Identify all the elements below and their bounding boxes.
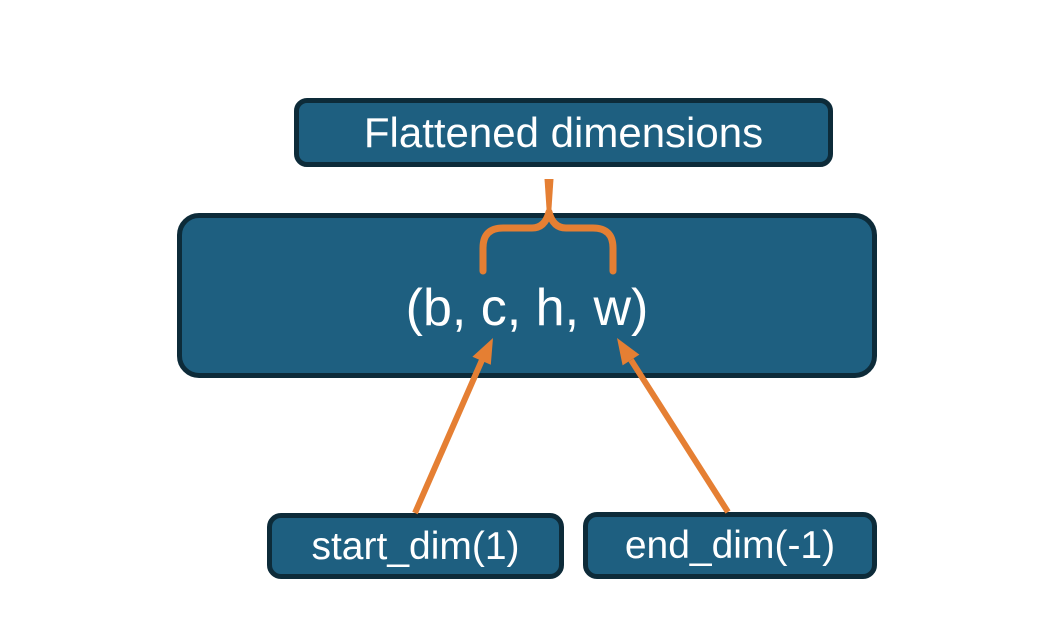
node-flattened-dimensions: Flattened dimensions [294,98,833,167]
node-end-dim: end_dim(-1) [583,512,877,579]
node-flattened-dimensions-label: Flattened dimensions [363,108,764,156]
node-start-dim: start_dim(1) [267,513,564,579]
node-tensor-shape-label: (b, c, h, w) [405,278,649,337]
brace-stem-icon [544,179,554,216]
node-end-dim-label: end_dim(-1) [624,524,836,567]
node-tensor-shape: (b, c, h, w) [177,213,877,378]
node-start-dim-label: start_dim(1) [311,524,520,568]
